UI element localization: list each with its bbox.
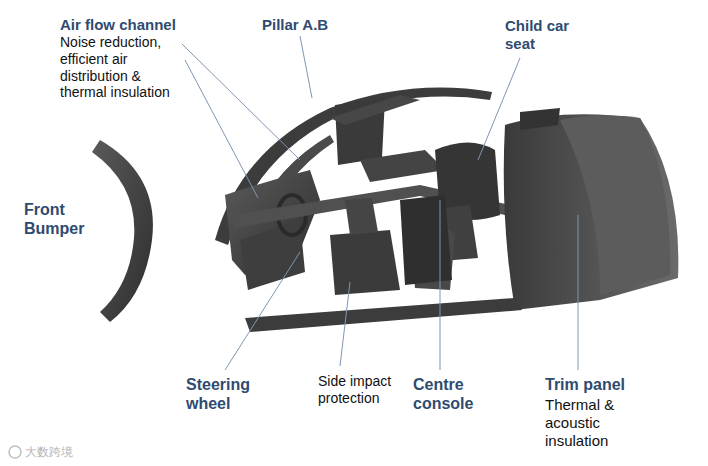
part-heading: Trim panel: [545, 375, 685, 394]
front-bumper-part: [92, 140, 153, 322]
part-heading: Steering wheel: [186, 375, 266, 413]
part-heading: Front Bumper: [24, 200, 96, 238]
part-heading: Pillar A.B: [262, 16, 362, 34]
trim-panel-part: [504, 114, 679, 310]
part-description: Thermal & acoustic insulation: [545, 396, 665, 450]
side-sill-part: [245, 298, 522, 332]
watermark: 大数跨境: [25, 445, 125, 459]
part-heading: Centre console: [413, 375, 495, 413]
part-heading: Side impact protection: [318, 373, 400, 407]
part-heading: Child car seat: [505, 17, 585, 53]
part-description: Noise reduction, efficient air distribut…: [60, 34, 188, 101]
leader-lines: [182, 36, 578, 370]
part-heading: Air flow channel: [60, 16, 210, 34]
